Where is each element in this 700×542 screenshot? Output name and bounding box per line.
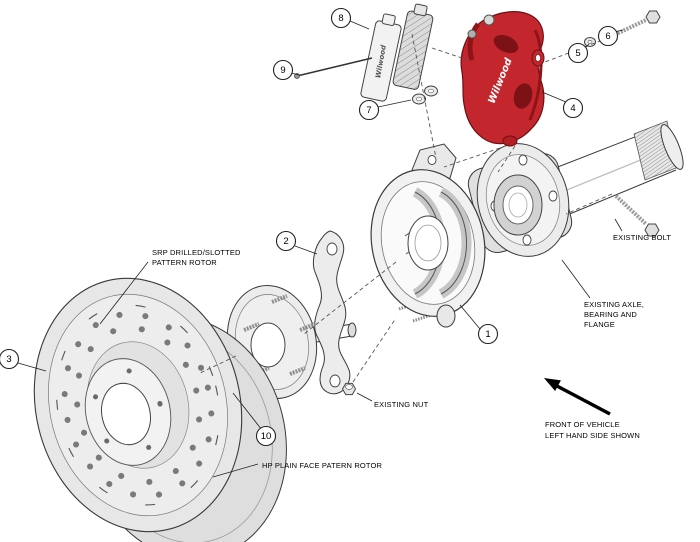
bolt-head	[645, 10, 661, 24]
label-existing-nut: EXISTING NUT	[374, 400, 429, 409]
bearing-bore	[502, 185, 534, 225]
svg-text:1: 1	[485, 329, 490, 340]
caliper: Wilwood	[460, 11, 545, 147]
rotor-center-hole	[101, 382, 151, 446]
existing-bolt	[614, 194, 660, 237]
callout-4: 4	[562, 97, 584, 119]
labels: SRP DRILLED/SLOTTED PATTERN ROTOR HP PLA…	[99, 218, 671, 478]
callout-2: 2	[275, 230, 297, 252]
washers	[412, 85, 438, 105]
svg-text:10: 10	[261, 431, 272, 442]
callout-6: 6	[597, 25, 619, 47]
label-front-note-line1: FRONT OF VEHICLE	[545, 420, 620, 429]
callout-3: 3	[0, 348, 20, 370]
slots	[56, 304, 220, 506]
mount-washer	[584, 37, 596, 47]
pad-window-bottom	[513, 83, 533, 109]
axle-flange-assembly	[467, 120, 684, 257]
inlet-fitting	[467, 29, 477, 39]
svg-text:7: 7	[366, 105, 371, 116]
wheel-studs	[243, 294, 316, 376]
callout-1: 1	[477, 323, 499, 345]
drilled-holes-inner	[73, 324, 203, 486]
rotor-srp-drilled	[33, 277, 243, 533]
svg-text:9: 9	[280, 65, 285, 76]
pad-friction	[392, 10, 434, 90]
label-existing-axle-line1: EXISTING AXLE,	[584, 300, 644, 309]
assembly-dashed-lines	[197, 33, 613, 383]
backing-plate-assembly	[370, 143, 486, 328]
brake-pads: Wilwood	[360, 3, 434, 102]
hat-center-hole	[250, 322, 286, 368]
label-existing-axle-line3: FLANGE	[584, 320, 615, 329]
axle-end	[660, 124, 684, 170]
mount-bolt	[611, 10, 661, 38]
callout-10: 10	[255, 425, 277, 447]
label-existing-bolt: EXISTING BOLT	[613, 233, 671, 242]
label-hp-rotor: HP PLAIN FACE PATERN ROTOR	[262, 461, 382, 470]
existing-nut	[341, 382, 357, 396]
svg-text:4: 4	[570, 103, 575, 114]
front-arrow	[544, 378, 611, 416]
hub-bore	[407, 215, 449, 271]
svg-text:3: 3	[6, 354, 11, 365]
caliper-bracket	[312, 230, 351, 395]
bottom-tab	[436, 304, 456, 328]
stud-holes	[91, 367, 165, 457]
callout-5: 5	[567, 42, 589, 64]
svg-text:2: 2	[283, 236, 288, 247]
crossover-tube	[467, 22, 481, 61]
label-front-note-line2: LEFT HAND SIDE SHOWN	[545, 431, 640, 440]
svg-text:8: 8	[338, 13, 343, 24]
bleed-screw	[483, 14, 495, 26]
callouts: 1 2 3 4 5 6 7 8 9 10	[0, 7, 624, 447]
callout-8: 8	[330, 7, 352, 29]
pad-window-top	[493, 34, 519, 54]
label-srp-rotor-line1: SRP DRILLED/SLOTTED	[152, 248, 241, 257]
label-existing-axle-line2: BEARING AND	[584, 310, 637, 319]
caliper-body	[460, 11, 545, 145]
bolt-head	[644, 223, 660, 237]
callout-7: 7	[358, 99, 380, 121]
svg-text:5: 5	[575, 48, 580, 59]
callout-9: 9	[272, 59, 294, 81]
svg-text:6: 6	[605, 31, 610, 42]
label-srp-rotor-line2: PATTERN ROTOR	[152, 258, 217, 267]
mount-lug-lower	[502, 135, 518, 147]
pad-retainer-pin	[294, 57, 373, 79]
drilled-holes-outer	[61, 311, 215, 499]
